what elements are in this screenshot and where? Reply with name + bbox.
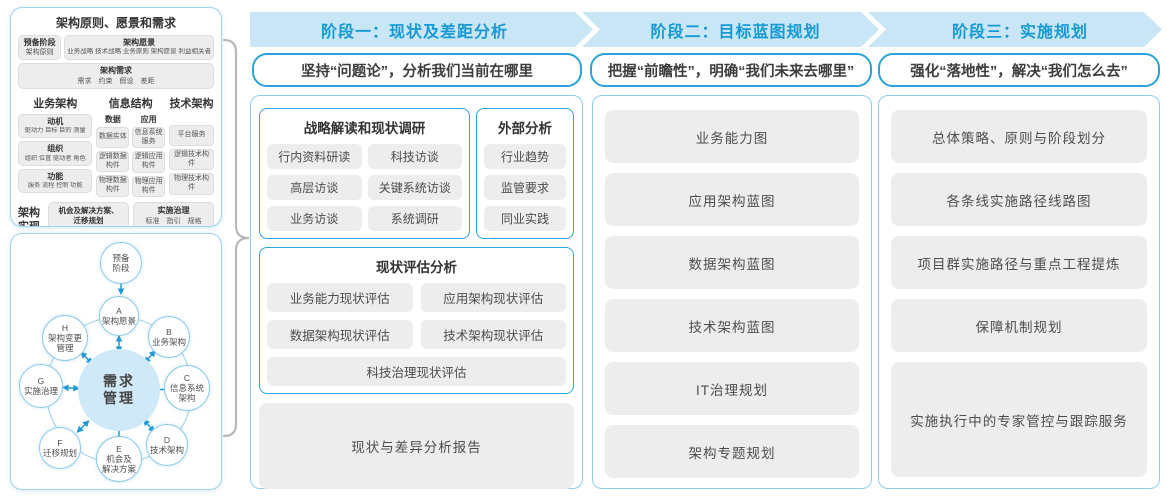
vision-items: 业务战略 技术战略 业务原则 架构愿景 利益相关者 (67, 48, 211, 56)
data-entity-box: 数据实体 (96, 126, 130, 148)
phase2-header-label: 阶段二：目标蓝图规划 (650, 23, 821, 41)
gap-analysis-report-box: 现状与差异分析报告 (259, 403, 574, 489)
adm-node-a-vision: A 架构愿景 (99, 296, 139, 336)
data-subcolumn: 数据 数据实体 逻辑数据构件 物理数据构件 (96, 114, 130, 201)
phase1-content-panel: 战略解读和现状调研 行内资料研读 科技访谈 高层访谈 关键系统访谈 业务访谈 系… (250, 95, 583, 489)
assessment-item: 数据架构现状评估 (267, 320, 413, 349)
adm-node-preliminary: 预备 阶段 (100, 242, 142, 284)
external-analysis-title: 外部分析 (498, 121, 552, 136)
phase3-header-label: 阶段三：实施规划 (951, 23, 1088, 41)
activity-item: 科技访谈 (367, 144, 462, 169)
application-subcolumn: 应用 信息系统服务 逻辑应用构件 物理应用构件 (132, 114, 165, 201)
phase2-content-panel: 业务能力图 应用架构蓝图 数据架构蓝图 技术架构蓝图 IT治理规划 架构专题规划 (592, 95, 872, 489)
adm-node-f-migration: F 迁移规划 (39, 427, 81, 469)
logical-tech-box: 逻辑技术构件 (168, 148, 215, 171)
deliverable-item: 项目群实施路径与重点工程提炼 (891, 236, 1147, 289)
adm-node-c-infosystem: C 信息系统 架构 (164, 365, 210, 411)
architecture-content-panel: 架构原则、愿景和需求 预备阶段 架构原则 架构愿景 业务战略 技术战略 业务原则… (10, 7, 222, 227)
current-assessment-title: 现状评估分析 (376, 260, 457, 275)
deliverable-item: 应用架构蓝图 (605, 173, 859, 226)
activity-item: 系统调研 (367, 206, 462, 231)
architecture-requirements-box: 架构需求 需求 约束 假设 差距 (18, 63, 214, 89)
motivation-box: 动机 驱动力 目标 目的 测量 (18, 113, 93, 139)
vision-title: 架构愿景 (123, 38, 156, 47)
deliverable-item: 架构专题规划 (605, 425, 859, 478)
requirements-items: 需求 约束 假设 差距 (77, 77, 155, 85)
prep-phase-box: 预备阶段 架构原则 (18, 35, 62, 61)
activity-item: 同业实践 (484, 206, 566, 231)
deliverable-item: 各条线实施路径线路图 (891, 173, 1147, 226)
opportunity-migration-box: 机会及解决方案、 迁移规划 工作包 架构契约 (48, 202, 129, 226)
activity-item: 业务访谈 (267, 206, 362, 231)
deliverable-item: 总体策略、原则与阶段划分 (891, 110, 1147, 163)
phase3-content-panel: 总体策略、原则与阶段划分 各条线实施路径线路图 项目群实施路径与重点工程提炼 保… (878, 95, 1160, 489)
prep-principle-label: 架构原则 (25, 49, 54, 57)
phase1-subtitle-box: 坚持“问题论”，分析我们当前在哪里 (252, 53, 582, 87)
logical-app-box: 逻辑应用构件 (132, 151, 165, 173)
adm-node-h-change: H 架构变更 管理 (42, 315, 88, 361)
deliverable-item: 业务能力图 (605, 110, 859, 163)
phase1-header-label: 阶段一：现状及差距分析 (320, 23, 508, 41)
external-analysis-box: 外部分析 行业趋势 监管要求 同业实践 (476, 108, 574, 239)
platform-service-box: 平台服务 (168, 124, 215, 146)
architecture-realization-row: 架构 实现 机会及解决方案、 迁移规划 工作包 架构契约 实施治理 标准 指引 … (18, 202, 214, 227)
information-structure-column: 信息结构 数据 数据实体 逻辑数据构件 物理数据构件 应用 信息系统服务 逻辑应… (96, 94, 165, 201)
activity-item: 监管要求 (484, 175, 566, 200)
architecture-vision-box: 架构愿景 业务战略 技术战略 业务原则 架构愿景 利益相关者 (64, 35, 214, 61)
activity-item: 行业趋势 (484, 144, 566, 169)
deliverable-item: 保障机制规划 (891, 299, 1147, 352)
curly-brace (222, 38, 250, 438)
adm-node-b-business: B 业务架构 (148, 316, 190, 358)
assessment-item: 业务能力现状评估 (267, 283, 413, 312)
phase3-header-arrow: 阶段三：实施规划 (868, 12, 1162, 47)
activity-item: 关键系统访谈 (367, 175, 462, 200)
physical-tech-box: 物理技术构件 (168, 173, 215, 195)
information-structure-header: 信息结构 (108, 97, 153, 110)
physical-app-box: 物理应用构件 (132, 175, 165, 198)
adm-center-requirements: 需求 管理 (78, 349, 160, 431)
activity-item: 高层访谈 (267, 175, 362, 200)
organization-box: 组织 组织 位置 驱动者 角色 (18, 141, 93, 166)
phase3-subtitle-box: 强化“落地性”，解决“我们怎么去” (878, 53, 1160, 87)
technology-architecture-column: 技术架构 平台服务 逻辑技术构件 物理技术构件 (168, 94, 215, 201)
panel-title: 架构原则、愿景和需求 (55, 16, 176, 30)
requirements-title: 架构需求 (100, 66, 132, 76)
business-architecture-column: 业务架构 动机 驱动力 目标 目的 测量 组织 组织 位置 驱动者 角色 功能 … (18, 94, 93, 201)
logical-data-box: 逻辑数据构件 (96, 150, 130, 173)
business-architecture-header: 业务架构 (33, 97, 78, 110)
deliverable-item: 数据架构蓝图 (605, 236, 859, 289)
adm-node-d-technology: D 技术架构 (146, 424, 188, 466)
adm-cycle-panel: 预备 阶段 A 架构愿景 H 架构变更 管理 B 业务架构 G 实施治理 C 信… (10, 233, 222, 490)
strategy-research-title: 战略解读和现状调研 (303, 121, 426, 136)
phase2-header-arrow: 阶段二：目标蓝图规划 (582, 12, 879, 47)
function-box: 功能 服务 流程 控制 功能 (18, 168, 93, 194)
strategy-research-box: 战略解读和现状调研 行内资料研读 科技访谈 高层访谈 关键系统访谈 业务访谈 系… (259, 108, 470, 239)
activity-item: 行内资料研读 (267, 144, 362, 169)
phase1-header-arrow: 阶段一：现状及差距分析 (250, 12, 593, 47)
adm-node-e-opportunity: E 机会及 解决方案 (96, 436, 142, 482)
assessment-item: 应用架构现状评估 (420, 283, 566, 312)
deliverable-item: 实施执行中的专家管控与跟踪服务 (891, 362, 1147, 477)
deliverable-item: 技术架构蓝图 (605, 299, 859, 352)
assessment-item: 科技治理现状评估 (267, 357, 566, 386)
implementation-governance-box: 实施治理 标准 指引 规格 (133, 202, 214, 226)
physical-data-box: 物理数据构件 (96, 175, 130, 197)
prep-phase-label: 预备阶段 (23, 38, 56, 47)
realization-label: 架构 实现 (18, 207, 40, 227)
current-assessment-box: 现状评估分析 业务能力现状评估 应用架构现状评估 数据架构现状评估 技术架构现状… (259, 247, 574, 394)
phase2-subtitle-box: 把握“前瞻性”，明确“我们未来去哪里” (590, 53, 872, 87)
adm-node-g-governance: G 实施治理 (19, 364, 63, 408)
info-system-service-box: 信息系统服务 (132, 126, 165, 149)
technology-architecture-header: 技术架构 (169, 97, 214, 110)
deliverable-item: IT治理规划 (605, 362, 859, 415)
assessment-item: 技术架构现状评估 (420, 320, 566, 349)
